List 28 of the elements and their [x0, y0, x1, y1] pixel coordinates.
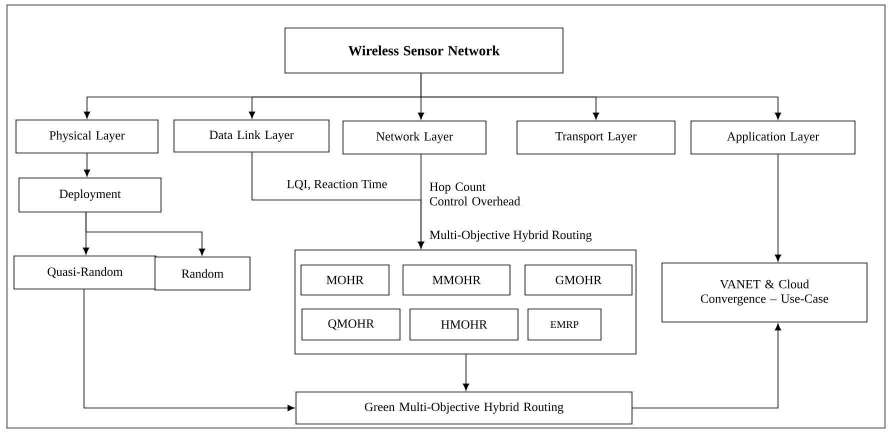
arrow: [84, 289, 295, 412]
process-box: Application Layer: [690, 120, 856, 154]
process-box: Data Link Layer: [174, 120, 330, 152]
process-box: Quasi-Random: [14, 256, 156, 290]
process-box: MOHR: [300, 264, 390, 296]
use-case-box: VANET & Cloud Convergence – Use-Case: [662, 262, 868, 322]
process-box: Transport Layer: [516, 120, 676, 154]
arrow: [632, 323, 782, 408]
group-heading: Multi-Objective Hybrid Routing: [430, 230, 592, 242]
process-box: GMOHR: [524, 264, 632, 296]
process-box: QMOHR: [302, 308, 400, 340]
arrow: [84, 153, 90, 177]
title-box: Wireless Sensor Network: [284, 28, 564, 74]
edge-label: LQI, Reaction Time: [286, 178, 388, 192]
process-box: Green Multi-Objective Hybrid Routing: [296, 392, 632, 424]
arrow: [774, 154, 782, 262]
process-box: MMOHR: [402, 264, 510, 296]
process-box: Network Layer: [342, 120, 486, 154]
process-box: Deployment: [18, 178, 162, 212]
arrow: [462, 354, 470, 391]
process-box: Random: [154, 256, 250, 290]
process-box: HMOHR: [410, 308, 518, 340]
arrow: [418, 154, 424, 249]
arrow: [420, 73, 782, 120]
arrow: [86, 212, 206, 256]
edge-label: Hop Count Control Overhead: [428, 182, 526, 206]
process-box: EMRP: [528, 308, 602, 340]
process-box: Physical Layer: [16, 120, 158, 154]
